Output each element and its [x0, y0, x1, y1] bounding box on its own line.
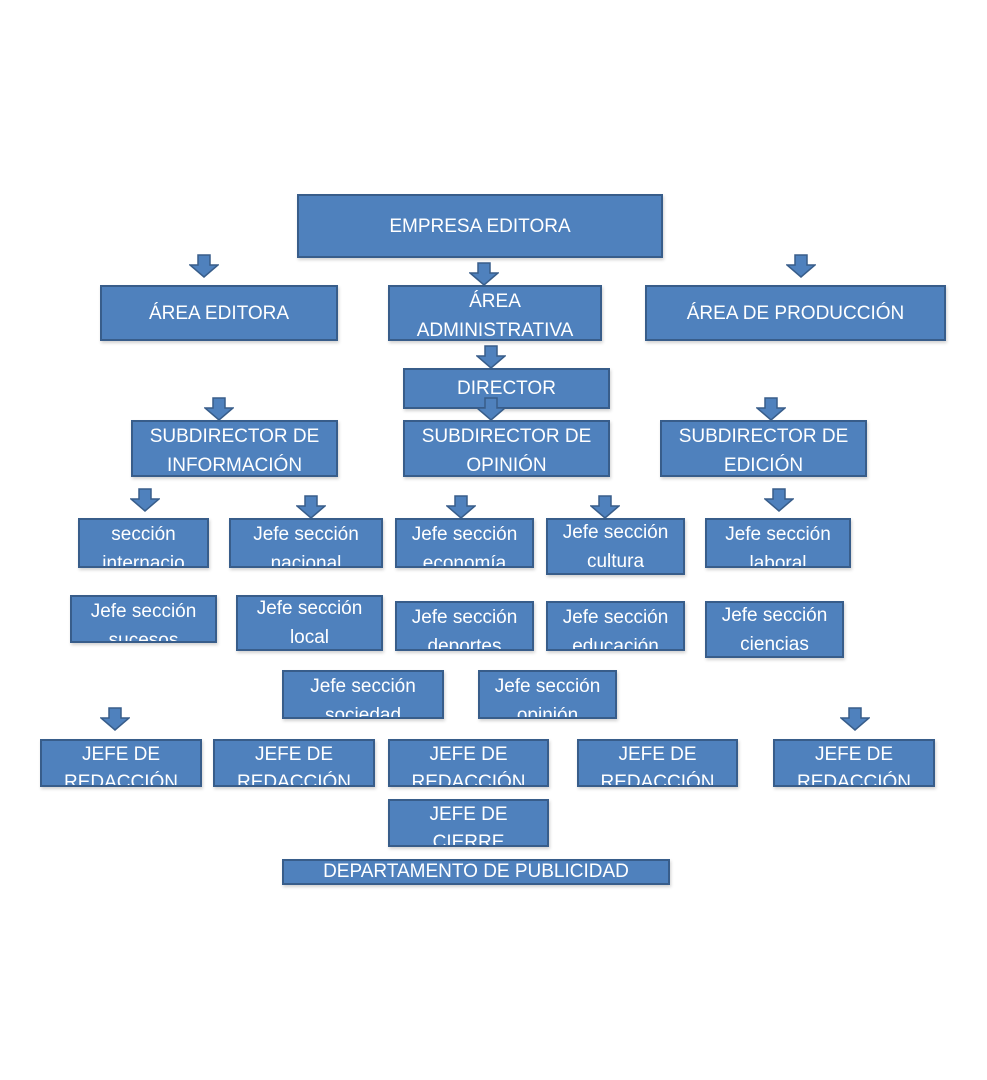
node-jefe-redaccion-4: JEFE DE REDACCIÓN	[577, 739, 738, 787]
down-arrow-icon	[446, 495, 476, 519]
node-seccion-deportes: Jefe sección deportes	[395, 601, 534, 651]
node-seccion-cultura: Jefe sección cultura	[546, 518, 685, 575]
down-arrow-icon	[100, 707, 130, 731]
down-arrow-icon	[189, 254, 219, 278]
node-departamento-publicidad: DEPARTAMENTO DE PUBLICIDAD	[282, 859, 670, 885]
down-arrow-icon	[764, 488, 794, 512]
node-seccion-sociedad: Jefe sección sociedad	[282, 670, 444, 719]
down-arrow-icon	[756, 397, 786, 421]
node-seccion-economia: Jefe sección economía	[395, 518, 534, 568]
node-area-editora: ÁREA EDITORA	[100, 285, 338, 341]
node-seccion-ciencias: Jefe sección ciencias	[705, 601, 844, 658]
node-seccion-sucesos: Jefe sección sucesos	[70, 595, 217, 643]
node-seccion-internacio: sección internacio	[78, 518, 209, 568]
down-arrow-icon	[204, 397, 234, 421]
down-arrow-icon	[476, 345, 506, 369]
down-arrow-icon	[476, 397, 506, 421]
node-jefe-redaccion-5: JEFE DE REDACCIÓN	[773, 739, 935, 787]
down-arrow-icon	[590, 495, 620, 519]
node-jefe-redaccion-2: JEFE DE REDACCIÓN	[213, 739, 375, 787]
down-arrow-icon	[840, 707, 870, 731]
node-area-administrativa: ÁREA ADMINISTRATIVA	[388, 285, 602, 341]
down-arrow-icon	[469, 262, 499, 286]
node-subdirector-opinion: SUBDIRECTOR DE OPINIÓN	[403, 420, 610, 477]
node-subdirector-informacion: SUBDIRECTOR DE INFORMACIÓN	[131, 420, 338, 477]
node-jefe-redaccion-1: JEFE DE REDACCIÓN	[40, 739, 202, 787]
down-arrow-icon	[786, 254, 816, 278]
node-director: DIRECTOR	[403, 368, 610, 409]
node-seccion-nacional: Jefe sección nacional	[229, 518, 383, 568]
down-arrow-icon	[296, 495, 326, 519]
down-arrow-icon	[130, 488, 160, 512]
node-jefe-cierre: JEFE DE CIERRE	[388, 799, 549, 847]
node-seccion-opinion: Jefe sección opinión	[478, 670, 617, 719]
node-seccion-laboral: Jefe sección laboral	[705, 518, 851, 568]
node-seccion-educacion: Jefe sección educación	[546, 601, 685, 651]
node-jefe-redaccion-3: JEFE DE REDACCIÓN	[388, 739, 549, 787]
node-area-produccion: ÁREA DE PRODUCCIÓN	[645, 285, 946, 341]
node-seccion-local: Jefe sección local	[236, 595, 383, 651]
node-empresa-editora: EMPRESA EDITORA	[297, 194, 663, 258]
node-subdirector-edicion: SUBDIRECTOR DE EDICIÓN	[660, 420, 867, 477]
